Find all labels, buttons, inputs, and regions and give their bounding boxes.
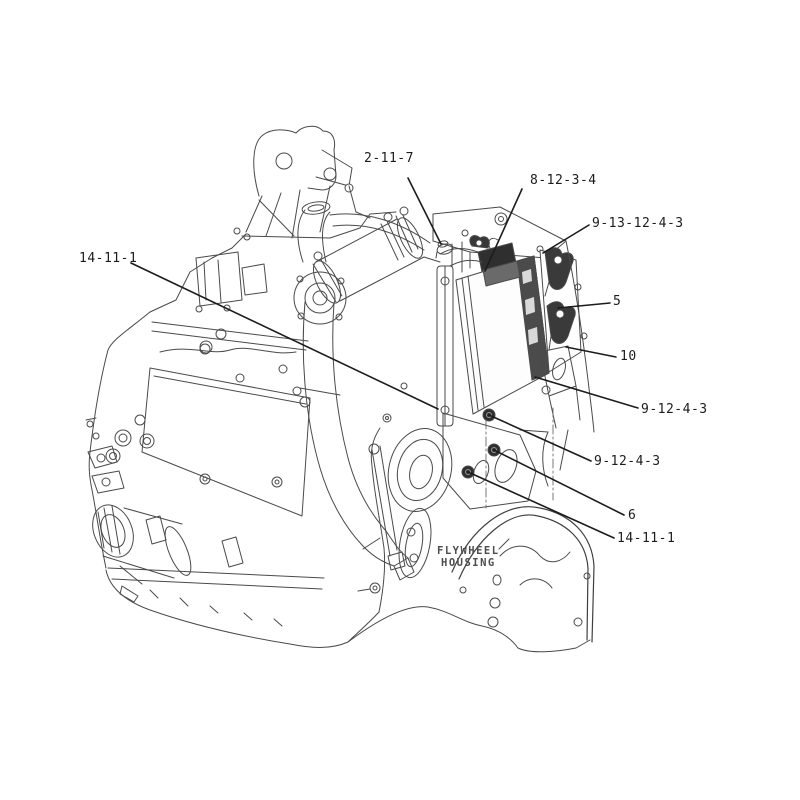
leader-line — [565, 346, 617, 358]
callout-label: 2-11-7 — [364, 151, 414, 166]
leader-line — [542, 224, 590, 254]
leader-line — [534, 376, 639, 409]
callout-label: 14-11-1 — [79, 251, 138, 266]
leader-line — [493, 449, 625, 516]
flywheel-housing-label-line2: HOUSING — [441, 557, 496, 569]
callout-label: 14-11-1 — [617, 531, 676, 546]
callout-label: 9-12-4-3 — [594, 454, 661, 469]
leader-line — [488, 414, 592, 462]
leader-lines — [130, 177, 639, 539]
callout-label: 8-12-3-4 — [530, 173, 597, 188]
leader-line — [557, 302, 611, 309]
callout-label: 9-13-12-4-3 — [592, 216, 684, 231]
leader-line — [130, 262, 439, 410]
flywheel-housing-label-line1: FLYWHEEL — [437, 545, 500, 557]
leader-line — [467, 471, 615, 539]
callout-label: 5 — [613, 294, 622, 309]
callout-label: 10 — [620, 349, 637, 364]
callout-label: 9-12-4-3 — [641, 402, 708, 417]
leader-line — [484, 188, 523, 272]
callout-label: 6 — [628, 508, 637, 523]
leader-line — [407, 177, 442, 245]
engine-line-art — [85, 125, 595, 653]
